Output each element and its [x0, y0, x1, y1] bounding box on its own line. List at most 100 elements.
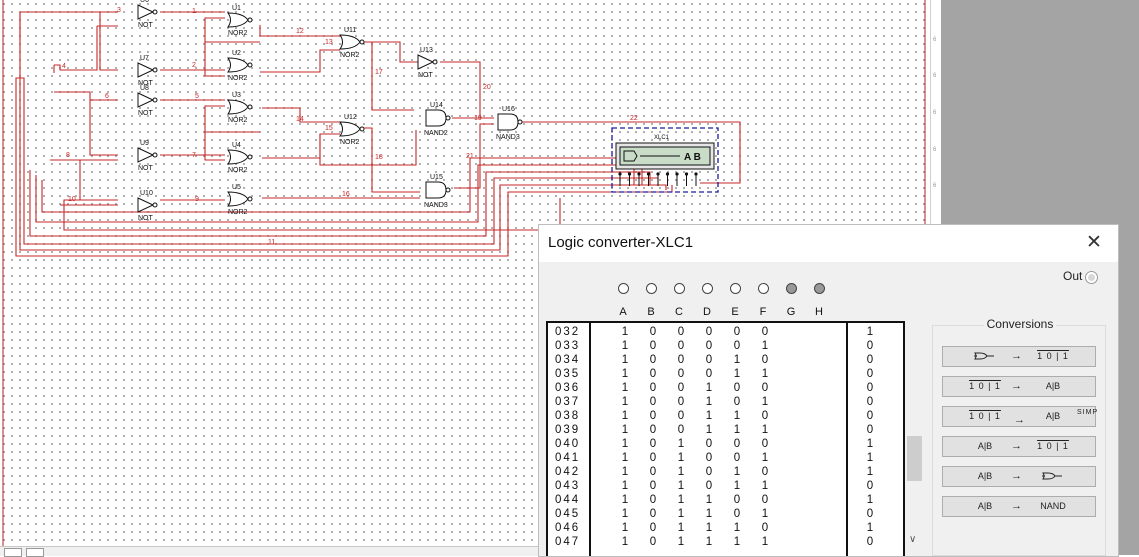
input-bit-f: 1: [761, 480, 769, 492]
not-gate: [137, 4, 155, 20]
input-terminal-e[interactable]: [730, 283, 741, 294]
output-value[interactable]: 0: [866, 508, 874, 520]
row-index: 033: [555, 340, 581, 352]
close-icon[interactable]: ✕: [1086, 232, 1102, 253]
wire: [63, 198, 561, 231]
output-value[interactable]: 1: [866, 326, 874, 338]
output-value[interactable]: 0: [866, 382, 874, 394]
table-divider: [846, 323, 848, 556]
input-terminal-a[interactable]: [618, 283, 629, 294]
scroll-thumb[interactable]: [907, 436, 922, 481]
input-bit-a: 1: [621, 368, 629, 380]
output-value[interactable]: 0: [866, 424, 874, 436]
output-value[interactable]: 1: [866, 494, 874, 506]
nor-gate: [339, 121, 361, 137]
output-value[interactable]: 0: [866, 480, 874, 492]
circuit-to-truth-table-button[interactable]: →1 0 | 1: [942, 346, 1096, 367]
out-terminal[interactable]: [1085, 271, 1098, 284]
input-bit-c: 1: [677, 466, 685, 478]
nand-gate: [425, 109, 447, 127]
wire: [262, 107, 340, 123]
not-gate-bubble: [152, 152, 158, 158]
boolean-to-truth-table-button[interactable]: A|B→1 0 | 1: [942, 436, 1096, 457]
net-label: 13: [325, 39, 333, 46]
gate-type-label: NOT: [138, 110, 154, 117]
input-bit-e: 0: [733, 438, 741, 450]
input-terminal-g[interactable]: [786, 283, 797, 294]
input-terminal-c[interactable]: [674, 283, 685, 294]
dialog-titlebar[interactable]: Logic converter-XLC1 ✕: [539, 225, 1118, 262]
output-value[interactable]: 1: [866, 452, 874, 464]
row-index: 043: [555, 480, 581, 492]
input-bit-c: 0: [677, 396, 685, 408]
net-label: 7: [192, 152, 196, 159]
gate-type-label: NOR2: [340, 52, 360, 59]
input-terminal-f[interactable]: [758, 283, 769, 294]
truth-table-to-boolean-button[interactable]: 1 0 | 1→A|B: [942, 376, 1096, 397]
nor-gate-bubble: [247, 104, 253, 110]
input-bit-a: 1: [621, 494, 629, 506]
net-label: 9: [195, 196, 199, 203]
output-value[interactable]: 0: [866, 396, 874, 408]
sheet-tab[interactable]: [26, 548, 44, 557]
scroll-down-icon[interactable]: ∨: [909, 534, 917, 545]
nor-gate-bubble: [359, 126, 365, 132]
not-gate-bubble: [152, 67, 158, 73]
output-value[interactable]: 0: [866, 410, 874, 422]
output-value[interactable]: 1: [866, 438, 874, 450]
input-bit-a: 1: [621, 340, 629, 352]
input-terminal-b[interactable]: [646, 283, 657, 294]
input-bit-d: 1: [705, 410, 713, 422]
output-value[interactable]: 1: [866, 522, 874, 534]
sheet-tab[interactable]: [4, 548, 22, 557]
boolean-to-nand-button[interactable]: A|B→NAND: [942, 496, 1096, 517]
net-label: 10: [68, 196, 76, 203]
output-value[interactable]: 0: [866, 536, 874, 548]
column-label-b: B: [647, 306, 655, 318]
input-bit-f: 1: [761, 424, 769, 436]
net-label: 2: [192, 62, 196, 69]
input-bit-e: 1: [733, 368, 741, 380]
input-bit-e: 1: [733, 480, 741, 492]
wire: [54, 91, 91, 100]
output-value[interactable]: 1: [866, 466, 874, 478]
conversion-source: A|B: [977, 441, 993, 451]
gate-ref-label: U7: [140, 55, 149, 62]
input-bit-c: 1: [677, 522, 685, 534]
input-bit-d: 0: [705, 480, 713, 492]
input-bit-f: 0: [761, 494, 769, 506]
nor-gate: [227, 149, 249, 165]
input-terminal-h[interactable]: [814, 283, 825, 294]
output-value[interactable]: 0: [866, 340, 874, 352]
input-terminal-d[interactable]: [702, 283, 713, 294]
wire: [204, 105, 260, 133]
wire: [362, 41, 420, 63]
boolean-to-circuit-button[interactable]: A|B→: [942, 466, 1096, 487]
input-bit-c: 1: [677, 438, 685, 450]
wire: [319, 130, 417, 166]
input-bit-c: 0: [677, 368, 685, 380]
truth-table-scrollbar[interactable]: ∨: [906, 321, 923, 556]
output-value[interactable]: 0: [866, 354, 874, 366]
conversion-source: 1 0 | 1: [969, 411, 1001, 421]
output-value[interactable]: 0: [866, 368, 874, 380]
wire: [89, 99, 118, 156]
